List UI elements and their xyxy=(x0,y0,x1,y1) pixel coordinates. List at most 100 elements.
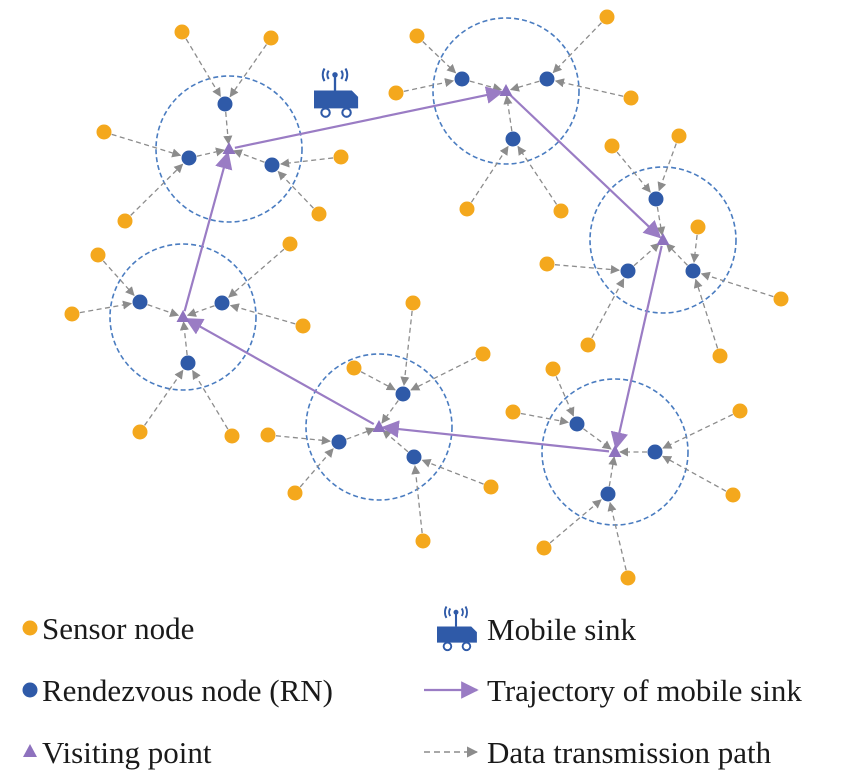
legend-rendezvous-node: Rendezvous node (RN) xyxy=(22,673,333,708)
sensor-node xyxy=(599,9,615,25)
sensor-node xyxy=(690,219,706,235)
rendezvous-node xyxy=(395,386,411,402)
signal-wave xyxy=(340,70,344,80)
data-path-arrow xyxy=(229,303,296,325)
sensor-node xyxy=(671,128,687,144)
rendezvous-node xyxy=(264,157,280,173)
data-path-arrow xyxy=(700,271,774,298)
rendezvous-node xyxy=(569,416,585,432)
data-path-arrow xyxy=(608,456,618,487)
wheel xyxy=(341,107,352,118)
sensor-node xyxy=(536,540,552,556)
sensor-node xyxy=(620,570,636,586)
rendezvous-node xyxy=(685,263,701,279)
mobile-sink xyxy=(314,67,359,118)
legend-trajectory: Trajectory of mobile sink xyxy=(424,673,802,708)
data-path-arrow xyxy=(554,264,620,275)
rendezvous-node xyxy=(180,355,196,371)
sensor-node xyxy=(732,403,748,419)
sensor-node xyxy=(475,346,491,362)
signal-wave xyxy=(344,67,349,82)
data-path-arrow xyxy=(469,80,503,92)
mobile-sink xyxy=(437,606,477,652)
legend: Sensor node Rendezvous node (RN) Visitin… xyxy=(22,606,802,770)
rendezvous-node xyxy=(600,486,616,502)
rendezvous-node xyxy=(539,71,555,87)
data-path-arrow xyxy=(228,248,285,298)
rendezvous-node xyxy=(620,263,636,279)
data-path-arrow xyxy=(79,300,133,314)
sensor-node xyxy=(263,30,279,46)
data-path-arrow xyxy=(554,78,624,97)
sink-trajectory xyxy=(183,86,663,453)
cluster-circles xyxy=(109,17,737,526)
sensor-node xyxy=(545,361,561,377)
sensor-node xyxy=(311,206,327,222)
data-path-arrow xyxy=(223,111,233,145)
sensor-node xyxy=(505,404,521,420)
data-path-arrow xyxy=(693,278,719,349)
signal-wave xyxy=(448,607,452,617)
data-path-arrow xyxy=(662,455,727,492)
sensor-node xyxy=(483,479,499,495)
legend-sensor-node-label: Sensor node xyxy=(42,611,194,646)
vehicle-body xyxy=(314,90,359,109)
data-path-arrow xyxy=(382,429,409,453)
legend-mobile-sink: Mobile sink xyxy=(437,606,636,652)
data-path-arrow xyxy=(179,321,189,356)
sensor-node xyxy=(132,424,148,440)
rendezvous-node xyxy=(132,294,148,310)
sensor-node xyxy=(346,360,362,376)
data-path-arrow xyxy=(591,278,625,339)
sensor-node xyxy=(174,24,190,40)
wheel xyxy=(461,641,472,652)
trajectory-segment xyxy=(509,94,662,239)
rendezvous-node xyxy=(505,131,521,147)
data-path-arrow xyxy=(633,242,660,267)
data-path-arrow xyxy=(509,80,540,92)
rendezvous-node xyxy=(406,449,422,465)
wheel xyxy=(442,641,453,652)
sensor-node xyxy=(773,291,789,307)
signal-wave xyxy=(321,67,326,82)
data-path-arrow xyxy=(102,260,135,296)
data-transmission-paths xyxy=(79,22,774,571)
data-path-arrow xyxy=(520,412,570,426)
data-path-arrow xyxy=(607,501,627,571)
data-path-arrow xyxy=(232,149,265,163)
sensor-node xyxy=(539,256,555,272)
sensor-node xyxy=(287,485,303,501)
sensor-node xyxy=(712,348,728,364)
legend-visiting-point: Visiting point xyxy=(23,735,212,770)
visiting-point xyxy=(372,420,386,432)
rendezvous-node xyxy=(454,71,470,87)
data-path-arrow xyxy=(422,41,457,74)
sensor-node xyxy=(623,90,639,106)
vehicle-body xyxy=(437,626,477,643)
rendezvous-node xyxy=(217,96,233,112)
trajectory-segment xyxy=(234,86,504,149)
trajectory-segment xyxy=(183,151,233,312)
trajectory-segment xyxy=(610,245,663,450)
signal-wave xyxy=(326,70,330,80)
data-path-arrow xyxy=(130,163,184,216)
data-path-arrow xyxy=(346,427,376,440)
mobile-sink-legend-icon xyxy=(437,606,477,652)
sensor-node xyxy=(580,337,596,353)
data-path-arrow xyxy=(583,428,612,450)
sensor-node xyxy=(224,428,240,444)
cluster-circle xyxy=(109,243,257,391)
data-path-arrow xyxy=(144,369,184,426)
data-path-arrow xyxy=(616,151,651,193)
visiting-point xyxy=(499,84,513,96)
trajectory-segment xyxy=(381,420,610,453)
visiting-point xyxy=(176,310,190,322)
data-path-arrow xyxy=(400,310,413,386)
antenna-tip xyxy=(453,609,459,615)
data-path-arrow xyxy=(665,242,688,266)
sensor-node xyxy=(90,247,106,263)
cluster-circle xyxy=(305,353,453,501)
rendezvous-node xyxy=(214,295,230,311)
trajectory-segment xyxy=(184,317,375,426)
